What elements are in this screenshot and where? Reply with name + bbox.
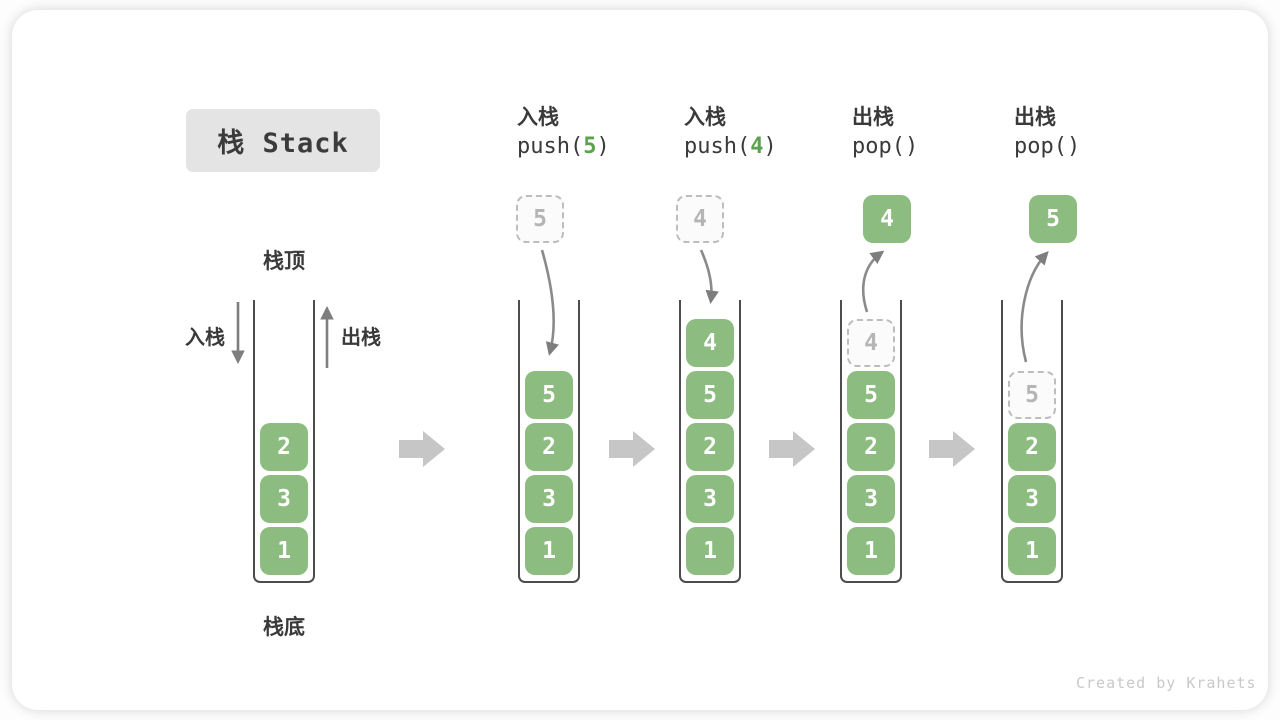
operation-label: 入栈: [684, 105, 726, 129]
step-arrow: [399, 431, 445, 467]
stack-cell: 1: [525, 527, 573, 575]
stack-cell: 1: [847, 527, 895, 575]
floating-element-push-4: 4: [676, 195, 724, 243]
title-badge: 栈 Stack: [186, 109, 380, 172]
watermark: Created by Krahets: [1076, 674, 1257, 692]
code-text: pop(: [852, 134, 905, 159]
title-badge-label: 栈 Stack: [217, 128, 349, 159]
stack-cell: 5: [525, 371, 573, 419]
code-text: ): [596, 134, 610, 159]
stack-cell: 3: [1008, 475, 1056, 523]
stack-cell: 1: [260, 527, 308, 575]
code-text: ): [763, 134, 777, 159]
stack-top-label: 栈顶: [263, 249, 305, 273]
operation-label: 入栈: [517, 105, 559, 129]
floating-element-push-5: 5: [516, 195, 564, 243]
code-text: pop(: [1014, 134, 1067, 159]
step-arrow: [609, 431, 655, 467]
operation-code: pop(): [852, 130, 918, 164]
code-text: ): [904, 134, 919, 159]
operation-code: push(4): [684, 130, 777, 164]
stack-cell: 3: [847, 475, 895, 523]
stack-cell: 1: [686, 527, 734, 575]
push-legend-label: 入栈: [185, 325, 225, 349]
stack-cell: 2: [525, 423, 573, 471]
pop-legend-label: 出栈: [341, 325, 381, 349]
floating-element-pop-4: 4: [863, 195, 911, 243]
code-text: ): [1066, 134, 1081, 159]
stack-bottom-label: 栈底: [263, 615, 305, 639]
operation-label: 出栈: [852, 105, 894, 129]
operation-code: pop(): [1014, 130, 1080, 164]
floating-element-pop-5: 5: [1029, 195, 1077, 243]
stack-cell: 3: [686, 475, 734, 523]
stack-cell: 4: [686, 319, 734, 367]
step-arrow: [769, 431, 815, 467]
stack-cell: 1: [1008, 527, 1056, 575]
operation-label: 出栈: [1014, 105, 1056, 129]
code-argument: 5: [583, 134, 597, 159]
stack-cell: 3: [525, 475, 573, 523]
stack-cell: 3: [260, 475, 308, 523]
stack-cell-ghost: 5: [1008, 371, 1056, 419]
code-text: push(: [517, 134, 584, 159]
push-4-arrow: [699, 249, 719, 305]
operation-code: push(5): [517, 130, 610, 164]
stack-cell: 2: [260, 423, 308, 471]
step-arrow: [929, 431, 975, 467]
stack-cell: 2: [847, 423, 895, 471]
stack-cell: 5: [847, 371, 895, 419]
stack-cell: 5: [686, 371, 734, 419]
stack-cell: 2: [1008, 423, 1056, 471]
stack-cell-ghost: 4: [847, 319, 895, 367]
stack-cell: 2: [686, 423, 734, 471]
code-text: push(: [684, 134, 751, 159]
code-argument: 4: [750, 134, 764, 159]
